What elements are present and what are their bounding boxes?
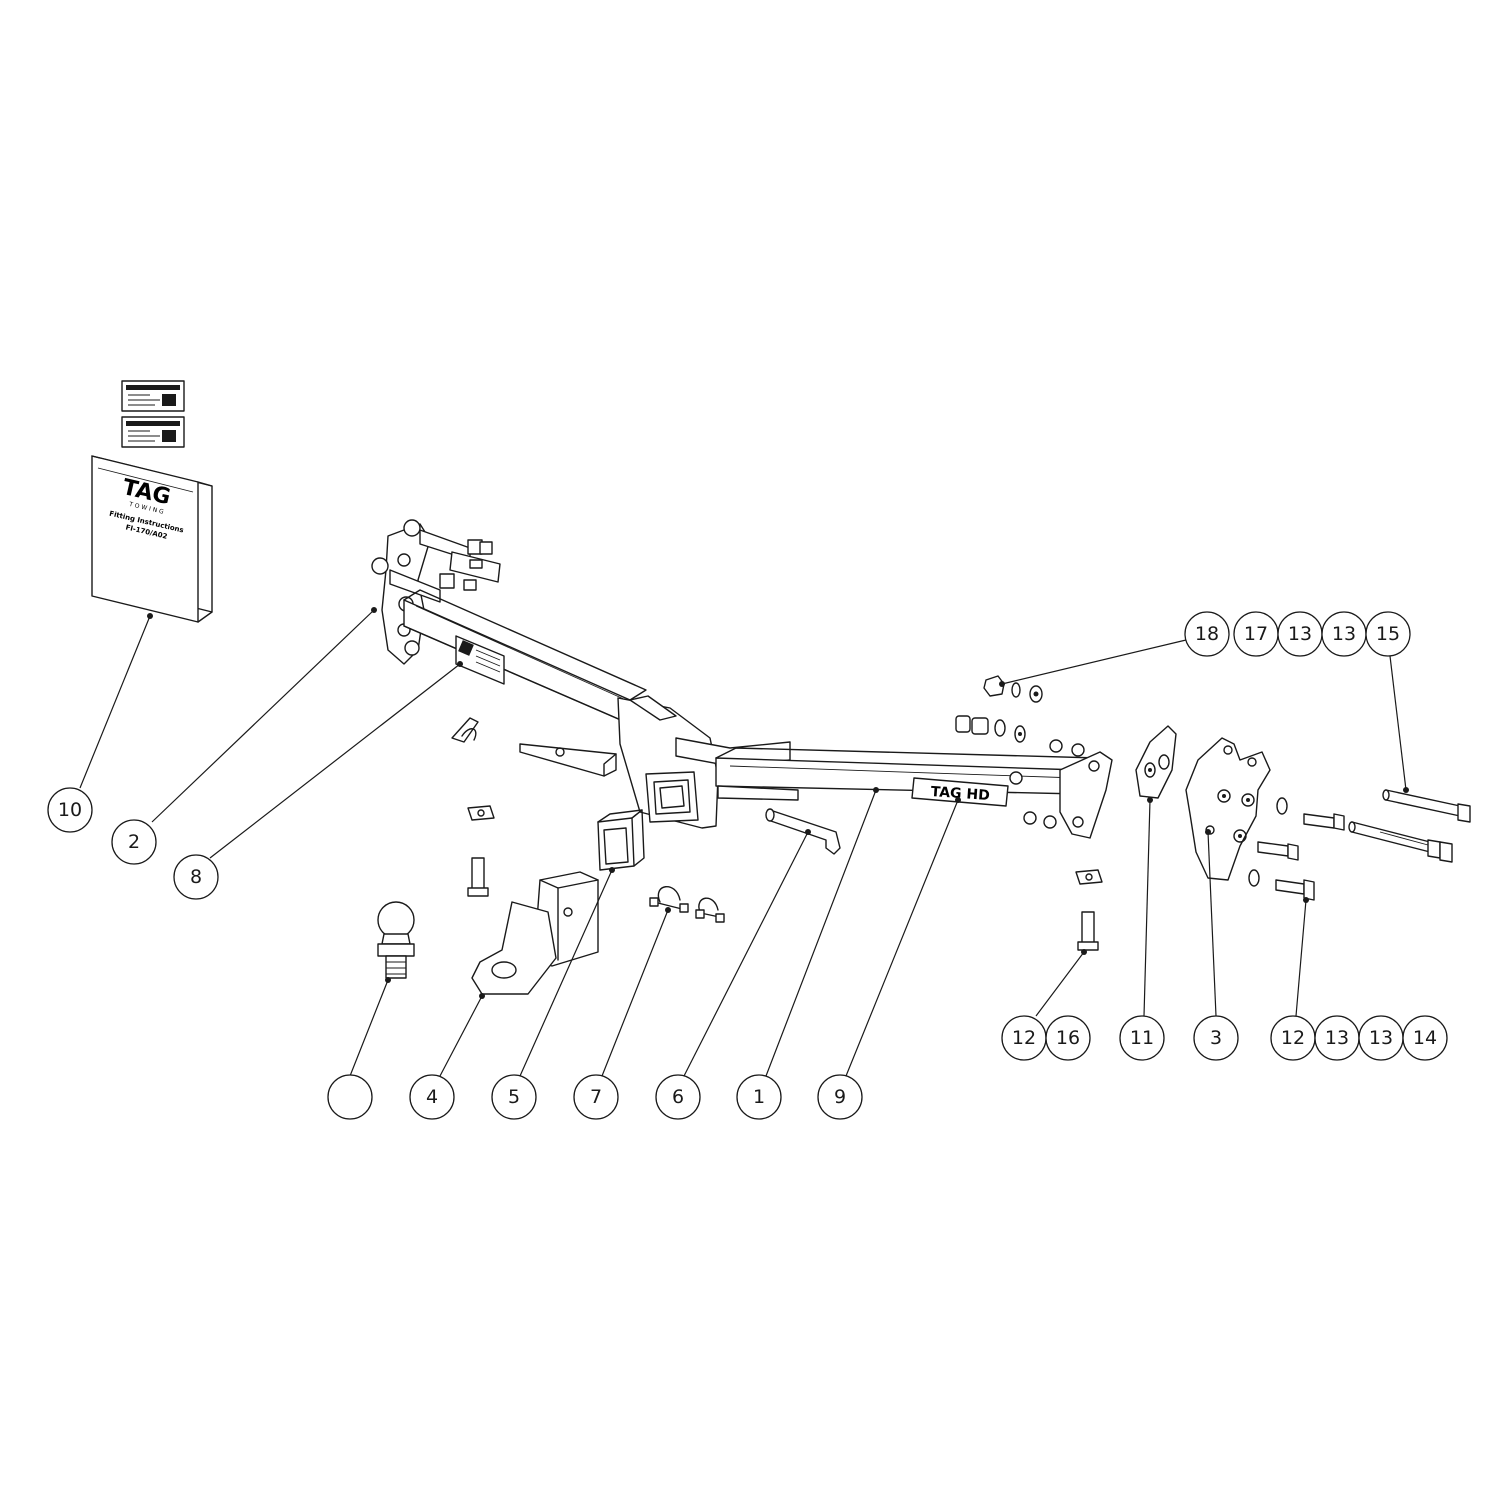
tow-ball: [377, 901, 415, 979]
callout-12-a: 12: [1001, 1015, 1047, 1061]
callout-16: 16: [1045, 1015, 1091, 1061]
svg-text:17: 17: [1244, 623, 1268, 645]
decal-text: TAG HD: [930, 784, 990, 804]
callout-17: 17: [1233, 611, 1279, 657]
callout-5: 5: [491, 1074, 537, 1120]
square-nut-right: [1075, 869, 1103, 885]
callout-9: 9: [817, 1074, 863, 1120]
right-bolts: [1257, 789, 1471, 901]
svg-text:13: 13: [1332, 623, 1356, 645]
svg-text:5: 5: [508, 1086, 520, 1108]
svg-text:1: 1: [753, 1086, 765, 1108]
callout-13-d: 13: [1321, 611, 1367, 657]
callout-7: 7: [573, 1074, 619, 1120]
receiver-opening: [645, 771, 699, 823]
svg-text:11: 11: [1130, 1027, 1154, 1049]
callout-8: 8: [173, 854, 219, 900]
svg-text:4: 4: [426, 1086, 438, 1108]
callout-12-b: 12: [1270, 1015, 1316, 1061]
right-washers: [1248, 797, 1288, 887]
svg-text:10: 10: [58, 799, 82, 821]
rating-label-bottom: [121, 416, 185, 448]
shackle-pair: [649, 885, 725, 923]
callout-11: 11: [1119, 1015, 1165, 1061]
svg-text:12: 12: [1012, 1027, 1036, 1049]
warning-decal: [455, 635, 505, 685]
callout-13-b: 13: [1358, 1015, 1404, 1061]
callout-4: 4: [409, 1074, 455, 1120]
center-under-bracket: [519, 743, 617, 777]
callout-2: 2: [111, 819, 157, 865]
callout-18: 18: [1184, 611, 1230, 657]
svg-text:13: 13: [1288, 623, 1312, 645]
bolt-right-lower: [1077, 911, 1099, 951]
square-nut-left: [467, 805, 495, 821]
ball-mount-tongue: [471, 871, 599, 995]
svg-text:15: 15: [1376, 623, 1400, 645]
callout-13-c: 13: [1277, 611, 1323, 657]
r-clip-left: [451, 717, 479, 743]
leader-lines: [79, 609, 1407, 1077]
callout-1: 1: [736, 1074, 782, 1120]
hitch-sleeve: [597, 809, 645, 871]
main-crossbar: TAG HD: [403, 589, 1113, 839]
callout-10: 10: [47, 787, 93, 833]
callout-19: [327, 1074, 373, 1120]
top-hardware-cluster: [955, 675, 1043, 743]
svg-text:9: 9: [834, 1086, 846, 1108]
svg-text:12: 12: [1281, 1027, 1305, 1049]
callout-13-a: 13: [1314, 1015, 1360, 1061]
large-side-plate: [1185, 737, 1271, 881]
svg-text:13: 13: [1325, 1027, 1349, 1049]
svg-text:7: 7: [590, 1086, 602, 1108]
bolt-left: [467, 857, 489, 897]
tag-hd-decal: TAG HD: [911, 777, 1009, 807]
svg-text:3: 3: [1210, 1027, 1222, 1049]
svg-text:18: 18: [1195, 623, 1219, 645]
rating-label-top: [121, 380, 185, 412]
leader-arrowheads: [147, 607, 1409, 999]
svg-text:6: 6: [672, 1086, 684, 1108]
svg-text:16: 16: [1056, 1027, 1080, 1049]
fitting-instructions-booklet: TAG TOWING Fitting Instructions FI-170/A…: [91, 380, 213, 623]
small-side-bracket: [1135, 725, 1177, 799]
callout-15: 15: [1365, 611, 1411, 657]
svg-text:13: 13: [1369, 1027, 1393, 1049]
callout-6: 6: [655, 1074, 701, 1120]
svg-text:2: 2: [128, 831, 140, 853]
svg-text:14: 14: [1413, 1027, 1437, 1049]
svg-text:8: 8: [190, 866, 202, 888]
callout-3: 3: [1193, 1015, 1239, 1061]
hitch-pin: [765, 808, 841, 855]
callout-14: 14: [1402, 1015, 1448, 1061]
